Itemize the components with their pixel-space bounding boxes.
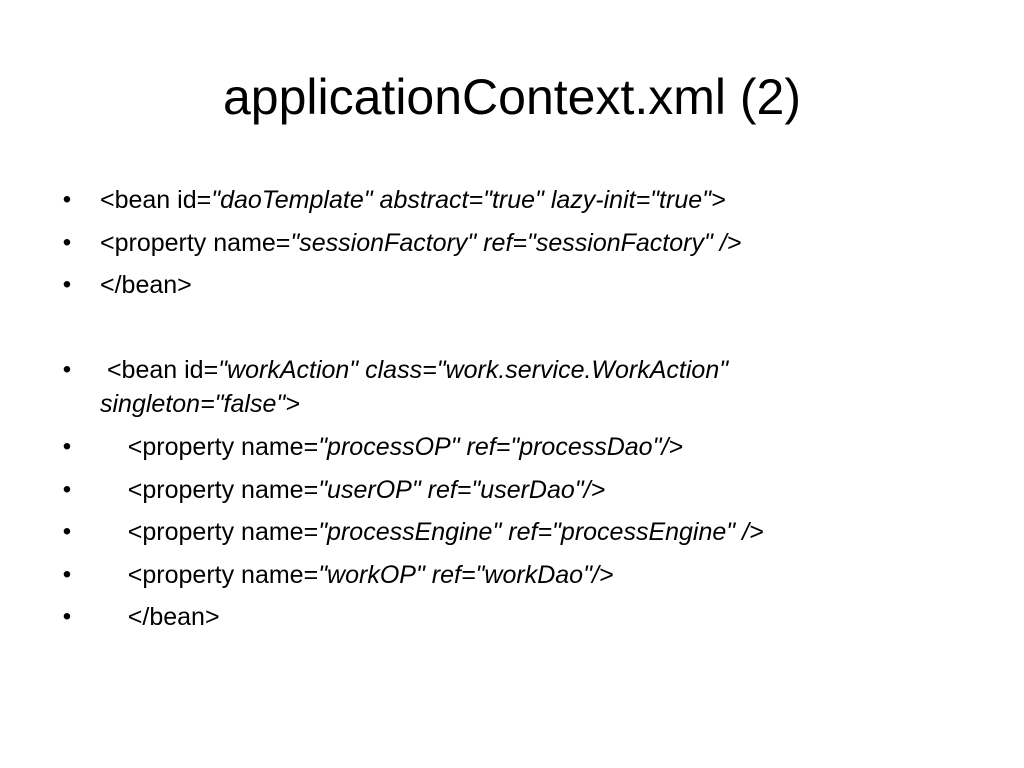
bullet-text-italic: "processEngine" ref="processEngine" /> xyxy=(318,518,764,546)
bullet-marker: • xyxy=(62,186,72,213)
bullet-text-plain: <property name= xyxy=(100,518,319,546)
bullet-text: <property name="userOP" ref="userDao"/> xyxy=(100,473,980,507)
bullet-text-plain: <bean id= xyxy=(100,186,212,214)
bullet-text: <property name="workOP" ref="workDao"/> xyxy=(100,558,980,592)
bullet-text-plain: <property name= xyxy=(100,476,319,504)
bullet-text: <bean id="workAction" class="work.servic… xyxy=(100,353,930,421)
bullet-text-plain: <property name= xyxy=(100,433,319,461)
bullet-text-italic: "workAction" class="work.service.WorkAct… xyxy=(100,356,736,418)
bullet-marker: • xyxy=(62,356,72,383)
bullet-marker: • xyxy=(62,603,72,630)
bullet-marker: • xyxy=(62,229,72,256)
bullet-text: <property name="sessionFactory" ref="ses… xyxy=(100,226,980,260)
bullet-text-italic: "daoTemplate" abstract="true" lazy-init=… xyxy=(211,186,726,214)
bullet-text: </bean> xyxy=(100,268,980,302)
bullet-text: </bean> xyxy=(100,600,980,634)
bullet-text-italic: "sessionFactory" ref="sessionFactory" /> xyxy=(290,229,742,257)
bullet-text-italic: "workOP" ref="workDao"/> xyxy=(318,561,614,589)
bullet-text: <property name="processEngine" ref="proc… xyxy=(100,515,980,549)
bullet-text-italic: "processOP" ref="processDao"/> xyxy=(318,433,684,461)
bullet-marker: • xyxy=(62,271,72,298)
bullet-text-plain: <property name= xyxy=(100,561,319,589)
bullet-text: <bean id="daoTemplate" abstract="true" l… xyxy=(100,183,980,217)
bullet-text-italic: "userOP" ref="userDao"/> xyxy=(318,476,606,504)
bullet-marker: • xyxy=(62,518,72,545)
bullet-marker: • xyxy=(62,476,72,503)
bullet-text-plain: <property name= xyxy=(100,229,291,257)
bullet-text: <property name="processOP" ref="processD… xyxy=(100,430,980,464)
slide-title: applicationContext.xml (2) xyxy=(222,69,802,125)
bullet-text-plain: <bean id= xyxy=(100,356,219,384)
bullet-text-plain: </bean> xyxy=(100,271,192,299)
bullet-marker: • xyxy=(62,433,72,460)
bullet-marker: • xyxy=(62,561,72,588)
bullet-text-plain: </bean> xyxy=(100,603,220,631)
